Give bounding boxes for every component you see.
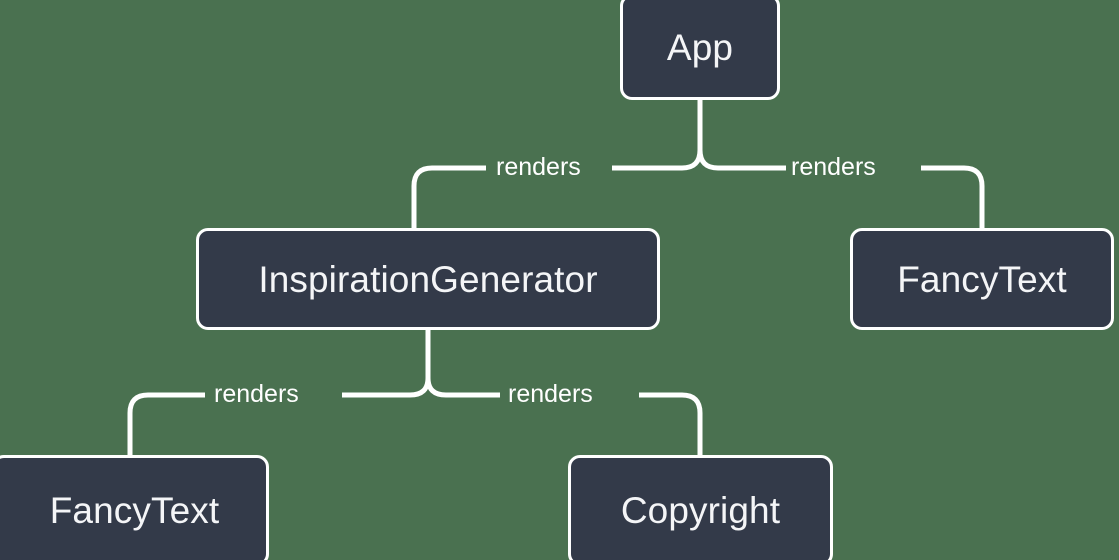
node-copyright[interactable]: Copyright — [568, 455, 833, 560]
node-fancytext-left[interactable]: FancyText — [0, 455, 269, 560]
edge-split-app-right — [697, 149, 786, 171]
edge-app-to-inspiration — [411, 165, 486, 228]
edge-inspiration-to-fancytext-left — [127, 392, 205, 455]
node-inspiration-generator[interactable]: InspirationGenerator — [196, 228, 660, 330]
node-app[interactable]: App — [620, 0, 780, 100]
edge-split-app-left — [612, 149, 703, 171]
edge-label-app-to-inspiration-generator: renders — [496, 153, 581, 181]
edge-split-inspiration-left — [342, 377, 431, 398]
node-fancytext-right-label: FancyText — [897, 258, 1067, 300]
edge-label-inspiration-generator-to-fancytext-left: renders — [214, 380, 299, 408]
node-app-label: App — [666, 26, 734, 68]
edge-inspiration-to-copyright — [639, 392, 703, 455]
edge-label-inspiration-generator-to-copyright: renders — [508, 380, 593, 408]
node-inspiration-generator-label: InspirationGenerator — [258, 258, 598, 300]
edge-label-app-to-fancytext-right: renders — [791, 153, 876, 181]
edge-split-inspiration-right — [425, 377, 500, 398]
node-fancytext-left-label: FancyText — [49, 490, 220, 531]
node-fancytext-right[interactable]: FancyText — [850, 228, 1114, 330]
node-copyright-label: Copyright — [620, 490, 781, 531]
edge-app-to-fancytext-right — [921, 165, 985, 228]
